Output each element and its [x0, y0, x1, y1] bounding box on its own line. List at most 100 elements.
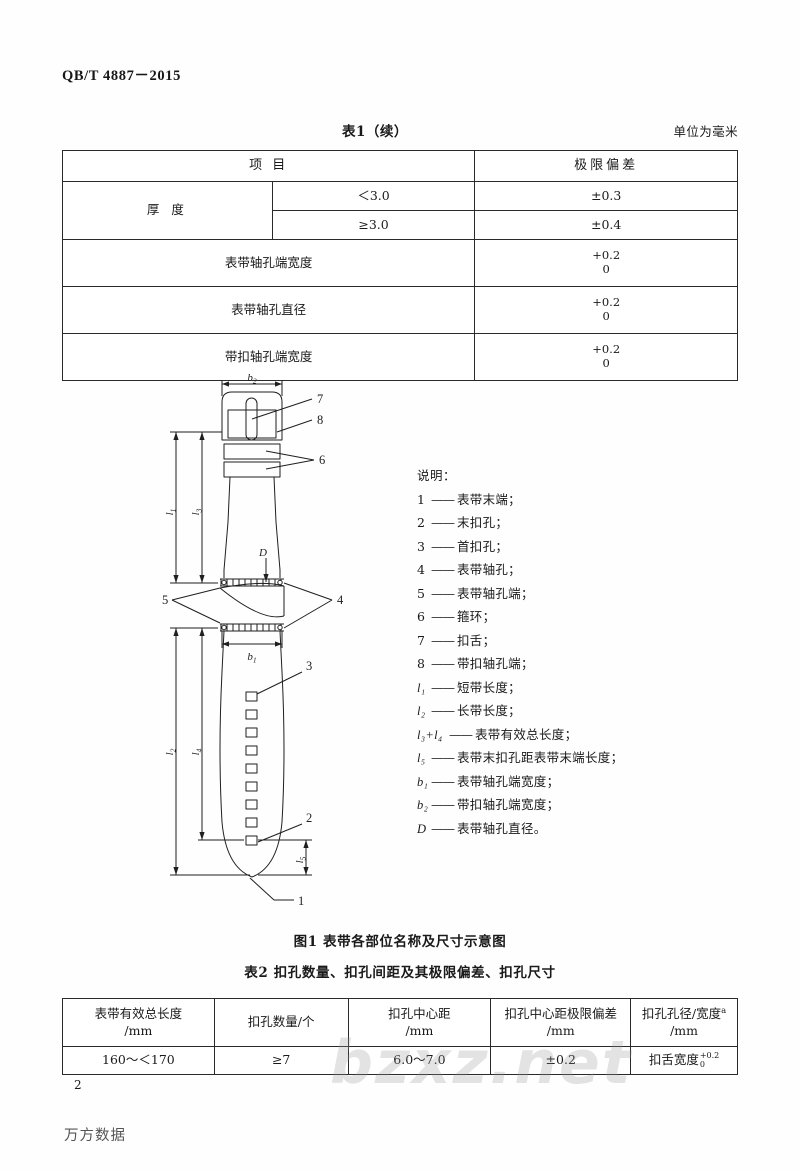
legend-title: 说明：	[417, 468, 457, 483]
legend-key: 8	[417, 656, 426, 671]
legend-item: 8—— 带扣轴孔端；	[417, 656, 534, 671]
header-line2: /mm	[405, 1022, 434, 1038]
legend-item: l₂—— 长带长度；	[417, 703, 521, 718]
callout-8: 8	[317, 413, 323, 427]
pin-hole-lower-right	[277, 624, 283, 631]
buckle-hole	[245, 691, 258, 702]
legend-key: 1	[417, 491, 426, 507]
hinge-flare-top	[219, 582, 285, 589]
leader-5a	[171, 587, 221, 601]
table1-header-tolerance: 极限偏差	[474, 150, 738, 182]
header-line2: /mm	[546, 1022, 575, 1038]
table1-caption-row: 表1（续） 单位为毫米	[62, 120, 738, 140]
buckle-hole	[245, 727, 258, 738]
table2-header-total-length: 表带有效总长度 /mm	[62, 998, 215, 1047]
table2-cell-hole-size: 扣舌宽度 +0.2 0	[630, 1046, 738, 1075]
legend-item: 5—— 表带轴孔端；	[417, 585, 534, 601]
table1-cell-buckle-pin-hole-end-width: 带扣轴孔端宽度	[61, 333, 476, 381]
buckle-inner-frame	[227, 409, 277, 439]
table-row: 厚 度 ＜3.0 ±0.3	[62, 181, 738, 240]
tolerance-upper: +0.2	[592, 341, 621, 356]
table-row: 表带轴孔端宽度 +0.2 0	[61, 239, 738, 287]
keeper-loop-upper	[223, 443, 281, 460]
table1-cell-thickness-lt: ＜3.0	[271, 181, 476, 211]
legend-key: b₂	[417, 798, 429, 812]
table1-cell-tol-lt: ±0.3	[474, 181, 738, 211]
legend-item: 1—— 表带末端；	[417, 491, 521, 507]
legend-text: 扣舌；	[456, 632, 496, 648]
legend-item: l₃+l₄—— 表带有效总长度；	[417, 726, 578, 742]
legend-key: l₃+l₄	[417, 727, 443, 742]
callout-5: 5	[162, 593, 168, 607]
table2-cell-center-distance: 6.0～7.0	[347, 1046, 492, 1075]
buckle-hole	[245, 835, 258, 846]
table2: 表带有效总长度 /mm 扣孔数量/个 扣孔中心距 /mm 扣孔中心距极限偏差 /…	[62, 998, 738, 1075]
long-strap-left-edge	[219, 630, 253, 878]
table-row: 160～＜170 ≥7 6.0～7.0 ±0.2 扣舌宽度 +0.2 0	[62, 1046, 738, 1075]
leader-2	[257, 823, 303, 843]
header-line1: 扣孔孔径/宽度	[641, 1005, 722, 1021]
buckle-frame-outline	[221, 391, 283, 441]
table1: 项 目 极限偏差 厚 度 ＜3.0 ±0.3 ≥3.0 ±0.4 表带轴孔端宽度…	[61, 150, 738, 381]
header-line2: /mm	[124, 1022, 153, 1038]
buckle-hole	[245, 781, 258, 792]
legend-item: 3—— 首扣孔；	[417, 538, 509, 554]
dimension-label-b2: b2	[247, 372, 257, 386]
dimension-label-l3: l3	[190, 508, 204, 515]
leader-6a	[265, 450, 315, 461]
legend-key: l₂	[417, 704, 426, 718]
buckle-hole-group	[245, 691, 258, 846]
table1-unit-note: 单位为毫米	[673, 124, 738, 139]
table2-title: 表2 扣孔数量、扣孔间距及其极限偏差、扣孔尺寸	[244, 965, 556, 981]
legend-item: b₁—— 表带轴孔端宽度；	[417, 773, 560, 789]
leader-1	[249, 877, 275, 901]
footnote-marker-a: a	[721, 1005, 727, 1016]
legend-key: 3	[417, 538, 426, 554]
legend-text: 表带轴孔端宽度；	[456, 773, 560, 789]
table2-header-hole-count: 扣孔数量/个	[213, 998, 349, 1047]
hinge-flare-bottom	[219, 587, 285, 618]
table-row: ≥3.0 ±0.4	[63, 210, 738, 240]
standard-number-header: QB/T 4887－2015	[62, 68, 181, 84]
leader-3	[256, 671, 303, 695]
dimension-label-l2: l2	[164, 748, 178, 755]
legend-text: 短带长度；	[456, 679, 521, 695]
legend-item: D—— 表带轴孔直径。	[417, 820, 547, 836]
table-row: 带扣轴孔端宽度 +0.2 0	[61, 333, 738, 381]
legend-key: 7	[417, 632, 426, 648]
legend-text: 箍环；	[456, 609, 496, 624]
lower-hinge-knuckles	[220, 623, 282, 632]
tolerance-upper: +0.2	[592, 294, 621, 309]
table1-cell-strap-pin-hole-end-width: 表带轴孔端宽度	[61, 239, 476, 287]
pin-hole-lower-left	[221, 624, 227, 631]
short-strap-right-edge	[273, 476, 281, 578]
table1-cell-strap-pin-hole-diameter: 表带轴孔直径	[61, 286, 476, 334]
legend-item: b₂—— 带扣轴孔端宽度；	[417, 797, 560, 812]
dimension-label-b1: b1	[247, 651, 256, 665]
tolerance-lower: 0	[602, 356, 610, 371]
table1-cell-tol-strap-pin-hole-end-width: +0.2 0	[474, 239, 738, 287]
buckle-hole	[245, 799, 258, 810]
legend-key: l₁	[417, 680, 426, 695]
legend-key: 5	[417, 585, 426, 601]
table-row: 项 目 极限偏差	[61, 150, 738, 182]
callout-1: 1	[298, 894, 304, 908]
legend-item: 2—— 末扣孔；	[417, 515, 509, 530]
leader-8	[276, 419, 313, 433]
buckle-hole	[245, 817, 258, 828]
dimension-label-D: D	[258, 547, 267, 559]
legend-key: 2	[417, 515, 426, 530]
keeper-loop-lower	[223, 461, 281, 478]
header-line1: 扣孔中心距	[388, 1005, 451, 1021]
legend-text: 带扣轴孔端；	[456, 656, 534, 671]
legend-text: 表带末端；	[456, 491, 521, 507]
legend-text: 首扣孔；	[456, 538, 509, 554]
legend-key: 4	[417, 562, 426, 577]
legend-text: 表带轴孔直径。	[456, 820, 547, 836]
legend-text: 表带轴孔端；	[456, 585, 534, 601]
callout-4: 4	[337, 593, 344, 607]
buckle-hole	[245, 745, 258, 756]
figure-area: b2 b1 D l1 l3 l2 l4 l5 7 8 6 4 5 3 2 1 说…	[62, 372, 738, 917]
legend-key: 6	[417, 609, 426, 624]
